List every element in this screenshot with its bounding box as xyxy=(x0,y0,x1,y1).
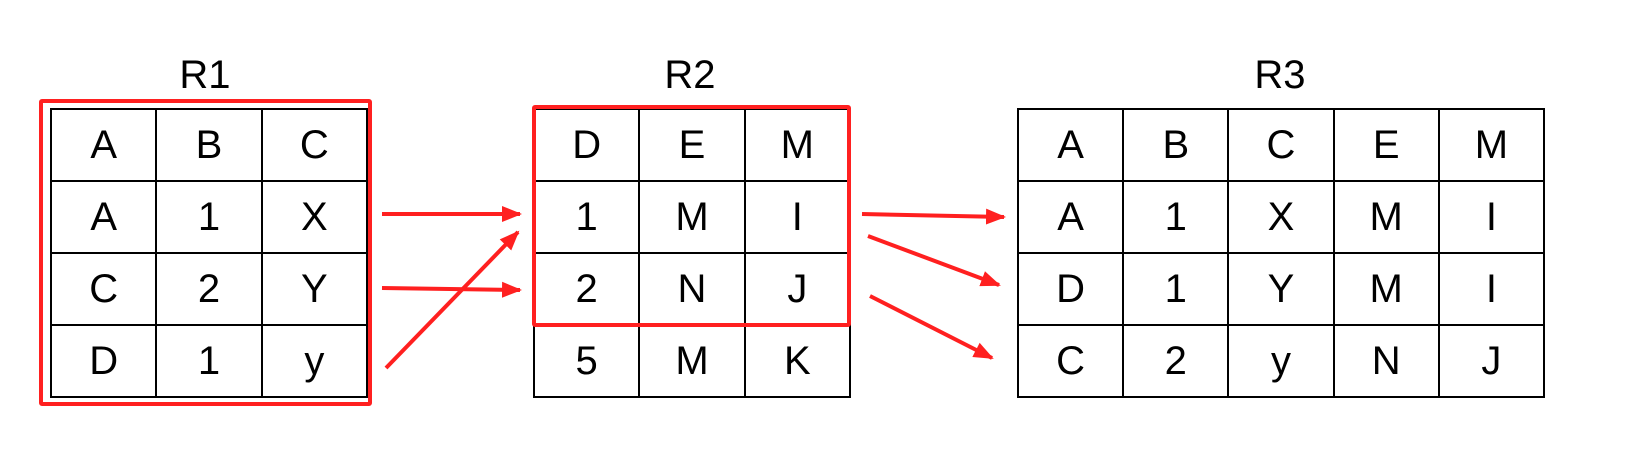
table-title-r3: R3 xyxy=(1254,53,1306,97)
table-r3: A B C E M A 1 X M I D 1 Y M I C 2 y N J xyxy=(1016,108,1546,398)
table-cell: I xyxy=(1437,252,1546,326)
table-cell: N xyxy=(1332,324,1440,398)
table-r3-header-row: A B C E M xyxy=(1016,108,1546,182)
table-cell: A xyxy=(1016,180,1125,254)
table-cell: C xyxy=(260,108,369,182)
table-cell: 2 xyxy=(1122,324,1230,398)
table-row: D 1 y xyxy=(49,324,369,398)
table-cell: 1 xyxy=(1122,252,1230,326)
table-cell: C xyxy=(1227,108,1335,182)
table-cell: C xyxy=(49,252,158,326)
table-cell: A xyxy=(1016,108,1125,182)
table-cell: K xyxy=(743,324,852,398)
table-r2: D E M 1 M I 2 N J 5 M K xyxy=(532,108,852,398)
table-row: C 2 Y xyxy=(49,252,369,326)
table-cell: B xyxy=(1122,108,1230,182)
table-cell: M xyxy=(638,324,746,398)
table-cell: Y xyxy=(1227,252,1335,326)
table-cell: M xyxy=(1332,252,1440,326)
table-cell: X xyxy=(260,180,369,254)
table-row: 2 N J xyxy=(532,252,852,326)
table-row: C 2 y N J xyxy=(1016,324,1546,398)
table-row: A 1 X M I xyxy=(1016,180,1546,254)
arrow-r2-row2-to-r3-row3 xyxy=(869,294,994,360)
table-cell: D xyxy=(49,324,158,398)
table-r2-header-row: D E M xyxy=(532,108,852,182)
table-row: A 1 X xyxy=(49,180,369,254)
table-cell: J xyxy=(1437,324,1546,398)
table-r1: A B C A 1 X C 2 Y D 1 y xyxy=(49,108,369,398)
table-cell: 1 xyxy=(155,324,263,398)
table-cell: D xyxy=(532,108,641,182)
table-cell: y xyxy=(1227,324,1335,398)
table-cell: E xyxy=(1332,108,1440,182)
table-row: 5 M K xyxy=(532,324,852,398)
table-cell: M xyxy=(1332,180,1440,254)
table-cell: 1 xyxy=(1122,180,1230,254)
table-title-r2: R2 xyxy=(664,53,716,97)
table-cell: M xyxy=(638,180,746,254)
table-cell: 1 xyxy=(532,180,641,254)
table-row: D 1 Y M I xyxy=(1016,252,1546,326)
table-cell: I xyxy=(743,180,852,254)
arrow-r2-row1-to-r3-row1 xyxy=(861,208,1006,225)
table-cell: M xyxy=(1437,108,1546,182)
table-row: 1 M I xyxy=(532,180,852,254)
r1-highlight-box xyxy=(39,99,372,406)
table-cell: D xyxy=(1016,252,1125,326)
table-r1-header-row: A B C xyxy=(49,108,369,182)
table-cell: 1 xyxy=(155,180,263,254)
table-cell: Y xyxy=(260,252,369,326)
table-cell: B xyxy=(155,108,263,182)
table-cell: I xyxy=(1437,180,1546,254)
table-cell: 2 xyxy=(155,252,263,326)
table-cell: A xyxy=(49,180,158,254)
arrow-r1-row2-to-r2-row2 xyxy=(381,281,522,298)
table-cell: X xyxy=(1227,180,1335,254)
table-cell: A xyxy=(49,108,158,182)
table-cell: N xyxy=(638,252,746,326)
arrow-r2-row1-to-r3-row2 xyxy=(867,234,1001,287)
table-cell: E xyxy=(638,108,746,182)
r2-highlight-box xyxy=(532,105,851,327)
table-cell: C xyxy=(1016,324,1125,398)
table-cell: y xyxy=(260,324,369,398)
arrow-r1-row3-to-r2-row1 xyxy=(384,230,520,370)
table-title-r1: R1 xyxy=(179,53,231,97)
